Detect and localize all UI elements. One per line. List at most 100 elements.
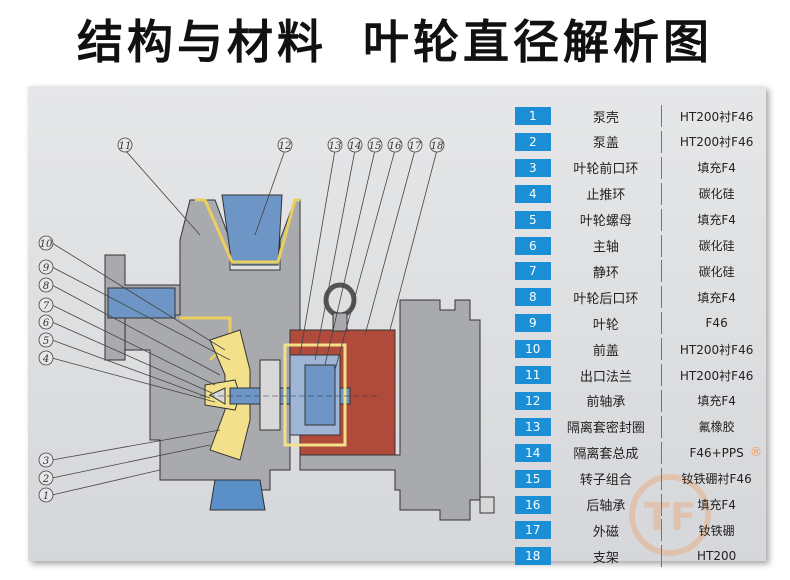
part-material: 填充F4 bbox=[697, 161, 736, 176]
part-name: 主轴 bbox=[592, 240, 619, 255]
callout-7: 7 bbox=[43, 301, 50, 312]
column-divider bbox=[661, 338, 663, 361]
part-name: 外磁 bbox=[592, 524, 619, 540]
part-name: 支架 bbox=[592, 550, 619, 566]
shaft-assembly bbox=[200, 343, 380, 447]
part-number: 1 bbox=[515, 107, 551, 125]
callout-4: 4 bbox=[42, 354, 49, 365]
callout-14: 14 bbox=[349, 141, 362, 152]
part-name: 前盖 bbox=[592, 343, 619, 359]
part-number: 4 bbox=[515, 184, 551, 203]
column-divider bbox=[661, 208, 663, 231]
parts-row: 15 转子组合 钕铁硼衬F46 bbox=[515, 467, 765, 490]
pump-casing bbox=[104, 194, 301, 511]
support-stand bbox=[299, 299, 495, 521]
part-number: 18 bbox=[515, 547, 551, 566]
part-material: HT200衬F46 bbox=[679, 342, 754, 357]
column-divider bbox=[661, 234, 663, 257]
title-left: 结构与材料 bbox=[77, 15, 327, 69]
column-divider bbox=[661, 105, 663, 127]
callout-11: 11 bbox=[119, 141, 132, 152]
column-divider bbox=[661, 182, 663, 205]
page-title: 结构与材料 叶轮直径解析图 bbox=[0, 0, 790, 78]
callout-labels: 11 12 13 14 15 16 17 18 10 9 8 7 6 5 4 3… bbox=[38, 137, 445, 503]
part-name: 叶轮螺母 bbox=[579, 214, 632, 230]
column-divider bbox=[661, 389, 663, 412]
part-name: 转子组合 bbox=[579, 473, 632, 489]
part-material: 钕铁硼衬F46 bbox=[681, 472, 752, 487]
part-material: F46+PPS bbox=[689, 445, 744, 460]
lifting-ring bbox=[323, 282, 357, 332]
callout-3: 3 bbox=[43, 456, 49, 467]
part-name: 隔离套总成 bbox=[573, 447, 639, 463]
parts-row: 8 叶轮后口环 填充F4 bbox=[515, 286, 765, 309]
part-number: 5 bbox=[515, 210, 551, 229]
part-name: 隔离套密封圈 bbox=[566, 421, 645, 437]
part-name: 泵盖 bbox=[592, 136, 619, 152]
callout-6: 6 bbox=[43, 318, 50, 329]
part-material: HT200衬F46 bbox=[679, 109, 754, 124]
part-number: 7 bbox=[515, 262, 551, 281]
part-material: HT200衬F46 bbox=[679, 135, 754, 150]
callout-13: 13 bbox=[329, 141, 342, 152]
part-material: HT200衬F46 bbox=[679, 368, 754, 383]
column-divider bbox=[661, 156, 663, 179]
part-material: F46 bbox=[705, 316, 728, 331]
callout-9: 9 bbox=[43, 263, 50, 274]
callout-15: 15 bbox=[369, 141, 382, 152]
parts-row: 10 前盖 HT200衬F46 bbox=[515, 338, 765, 361]
logo-text: TF bbox=[644, 495, 696, 539]
part-number: 11 bbox=[515, 366, 551, 384]
registered-mark: ® bbox=[750, 445, 762, 459]
column-divider bbox=[661, 260, 663, 283]
callout-1: 1 bbox=[43, 491, 49, 502]
column-divider bbox=[661, 415, 663, 438]
column-divider bbox=[661, 286, 663, 309]
part-number: 17 bbox=[515, 521, 551, 540]
part-number: 14 bbox=[515, 443, 551, 462]
part-name: 泵壳 bbox=[592, 110, 619, 126]
part-number: 2 bbox=[515, 132, 551, 151]
part-material: 碳化硅 bbox=[698, 187, 735, 202]
part-number: 6 bbox=[515, 236, 551, 255]
part-name: 静环 bbox=[592, 265, 619, 281]
part-number: 8 bbox=[515, 288, 551, 307]
column-divider bbox=[661, 493, 663, 516]
column-divider bbox=[661, 519, 663, 542]
part-material: 填充F4 bbox=[697, 290, 736, 305]
callout-2: 2 bbox=[42, 474, 49, 485]
part-name: 叶轮后口环 bbox=[573, 291, 639, 307]
part-number: 3 bbox=[515, 158, 551, 177]
part-material: 钕铁硼 bbox=[698, 523, 735, 538]
part-material: 填充F4 bbox=[697, 394, 736, 409]
parts-row: 9 叶轮 F46 bbox=[515, 312, 765, 335]
part-name: 叶轮前口环 bbox=[573, 162, 639, 178]
parts-row: 3 叶轮前口环 填充F4 bbox=[515, 156, 765, 179]
callouts bbox=[51, 149, 438, 496]
part-name: 出口法兰 bbox=[579, 369, 632, 385]
part-number: 9 bbox=[515, 314, 551, 333]
part-material: 氟橡胶 bbox=[698, 420, 735, 435]
part-name: 叶轮 bbox=[592, 317, 619, 333]
part-number: 10 bbox=[515, 340, 551, 359]
part-number: 12 bbox=[515, 391, 551, 410]
part-name: 后轴承 bbox=[586, 499, 626, 514]
callout-5: 5 bbox=[43, 336, 49, 347]
parts-row: 14 隔离套总成 F46+PPS bbox=[515, 441, 765, 464]
callout-17: 17 bbox=[409, 141, 422, 152]
column-divider bbox=[661, 312, 663, 335]
logo-watermark: TF bbox=[629, 474, 711, 556]
callout-12: 12 bbox=[279, 141, 292, 152]
part-number: 16 bbox=[515, 495, 551, 514]
column-divider bbox=[661, 545, 663, 568]
column-divider bbox=[661, 364, 663, 386]
part-name: 前轴承 bbox=[586, 395, 626, 411]
parts-row: 17 外磁 钕铁硼 bbox=[515, 519, 765, 542]
part-number: 15 bbox=[515, 469, 551, 488]
